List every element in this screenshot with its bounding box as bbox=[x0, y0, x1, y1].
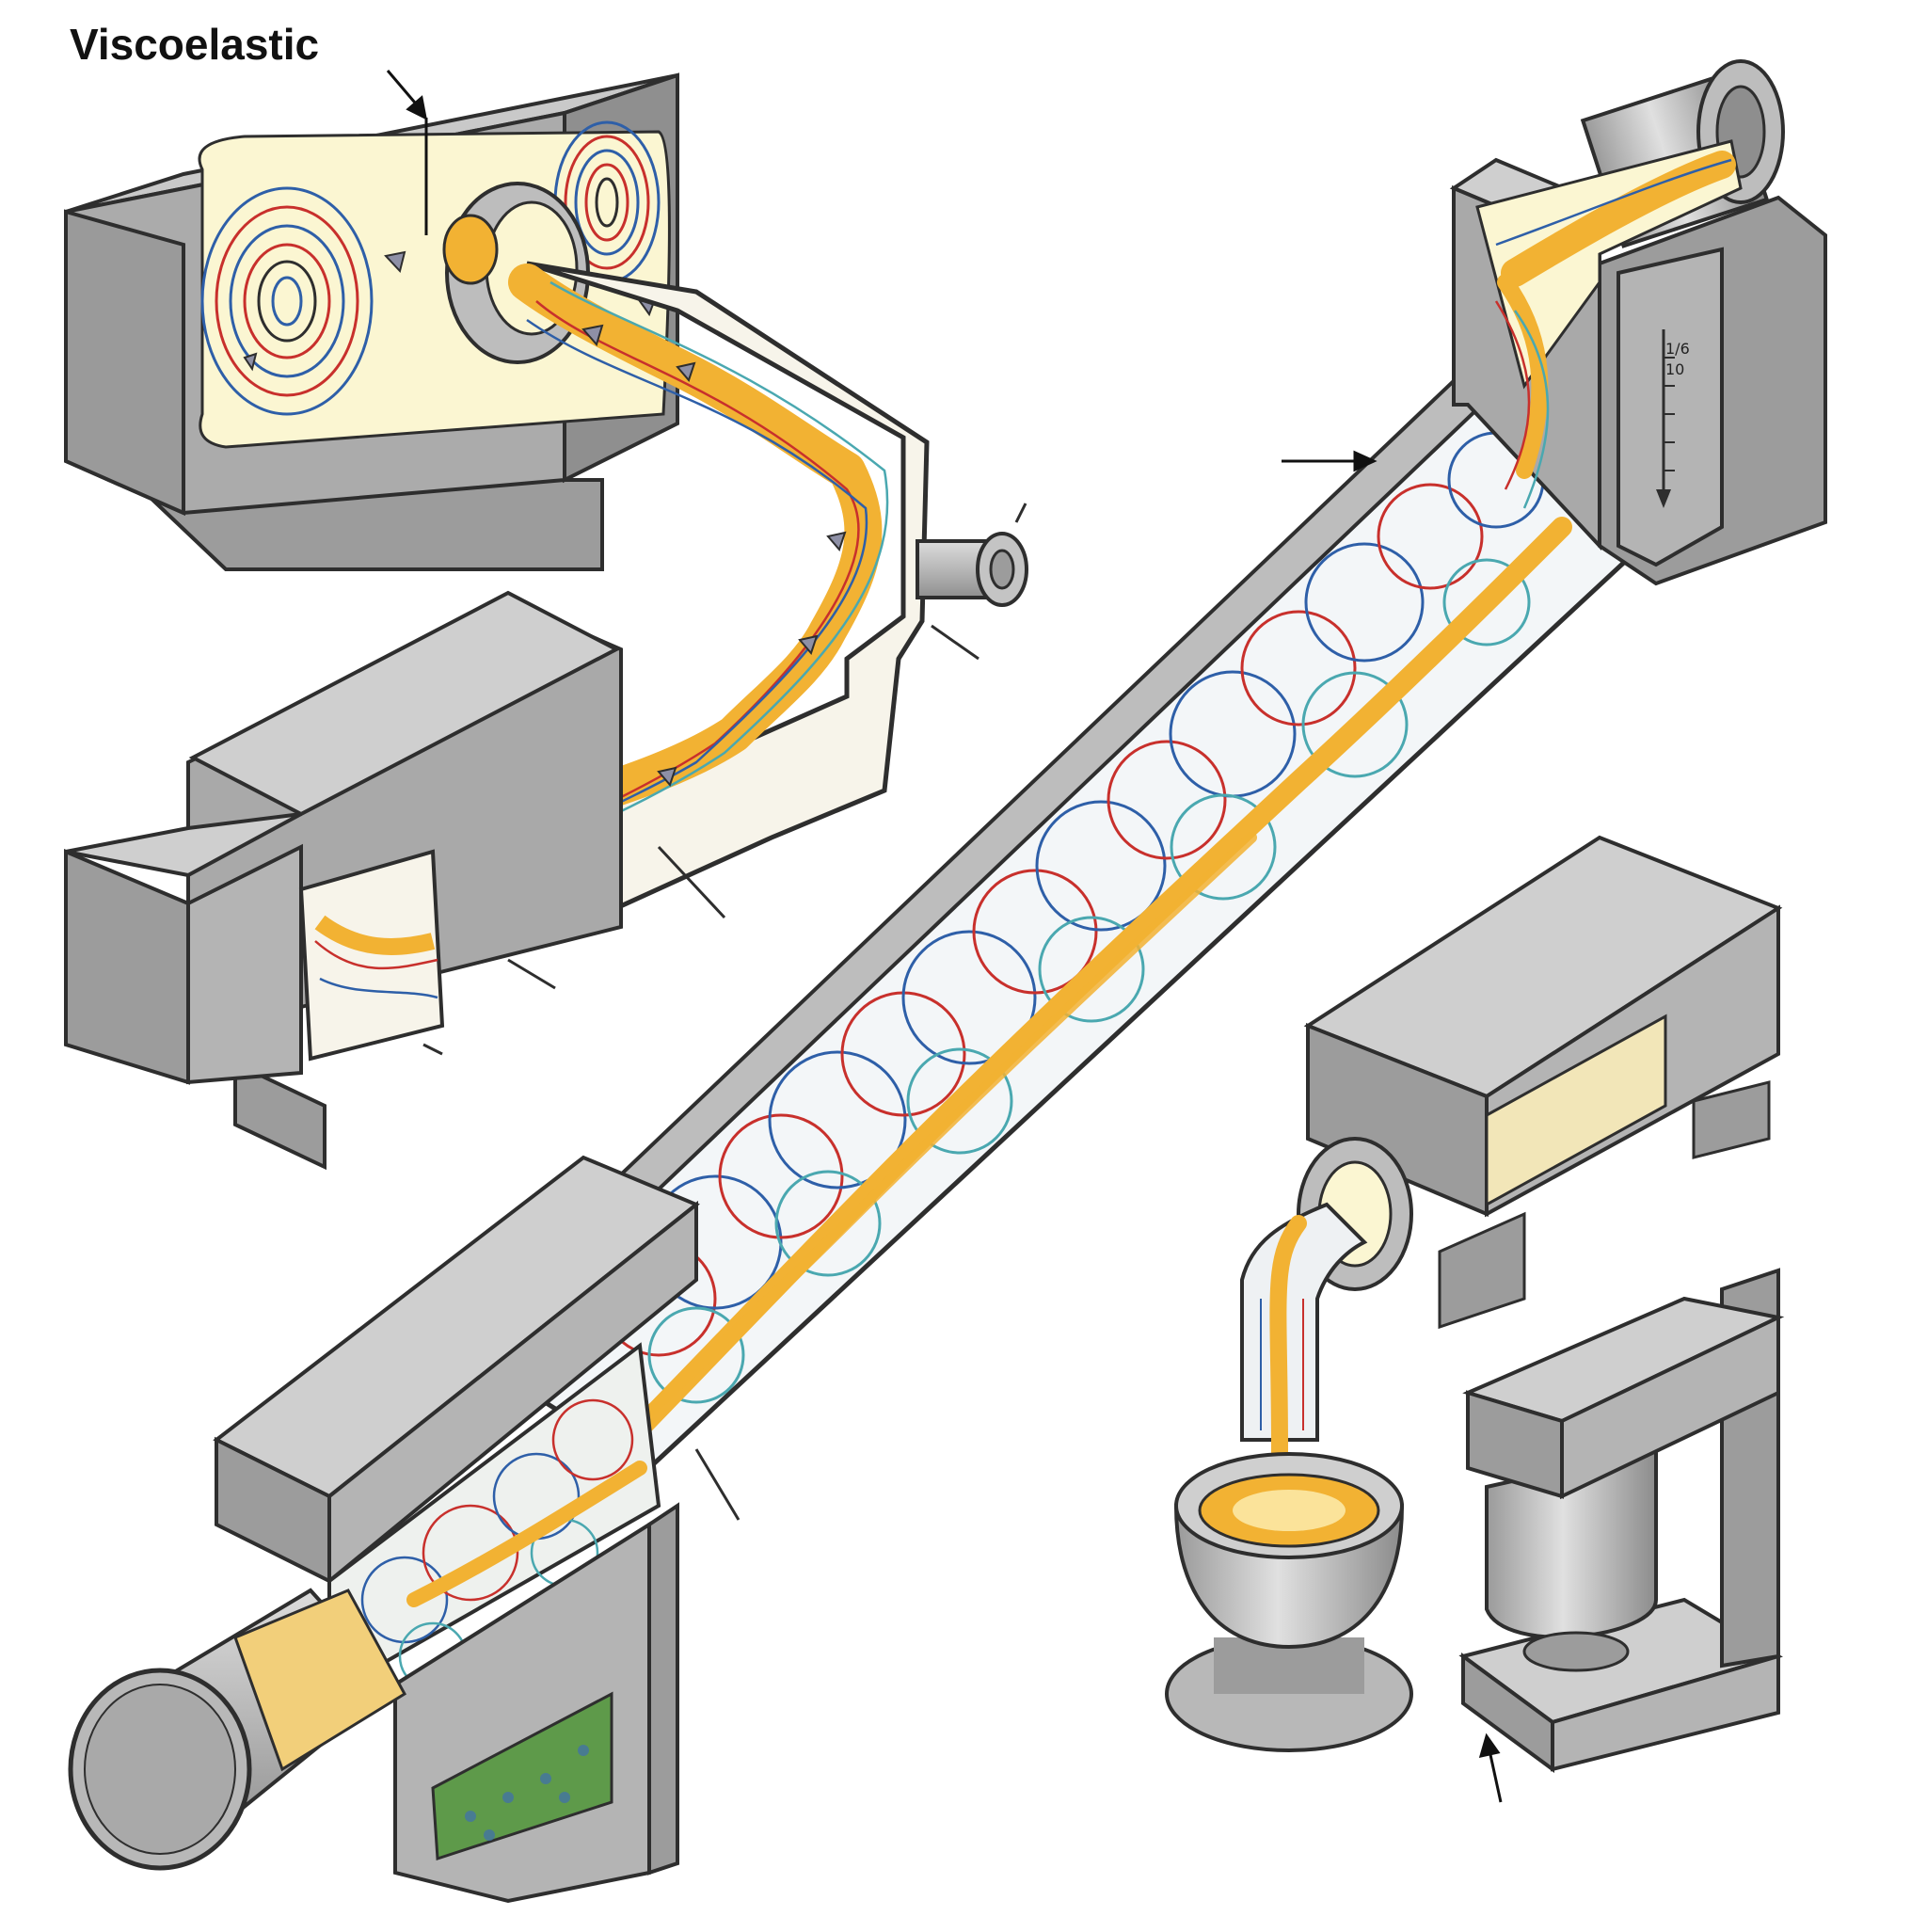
dough-loaf bbox=[1485, 1014, 1667, 1207]
gauge-label-top: 1/6 bbox=[1665, 340, 1690, 358]
side-roller bbox=[916, 503, 1028, 661]
right-mixer-machine bbox=[1240, 835, 1783, 1514]
stand-mixer bbox=[1458, 1268, 1785, 1773]
gauge-label-bottom: 10 bbox=[1665, 360, 1685, 378]
green-bed bbox=[431, 1691, 613, 1861]
dough-block bbox=[233, 1589, 406, 1772]
diagram-title: Viscoelastic bbox=[70, 20, 320, 69]
cutaway-window-left bbox=[198, 130, 671, 449]
flow-loops-left bbox=[200, 186, 374, 416]
collection-bowl bbox=[1165, 1452, 1413, 1752]
arrow-icon bbox=[1282, 450, 1378, 472]
top-left-machine bbox=[64, 72, 679, 571]
arrow-icon bbox=[386, 70, 428, 235]
middle-left-machine bbox=[64, 590, 726, 1171]
bottom-left-extruder bbox=[68, 1155, 700, 1904]
arrow-icon bbox=[1478, 1732, 1503, 1803]
dough-ball bbox=[442, 214, 499, 285]
top-right-machine bbox=[1449, 59, 1827, 586]
cutaway-window-mid bbox=[298, 849, 445, 1062]
